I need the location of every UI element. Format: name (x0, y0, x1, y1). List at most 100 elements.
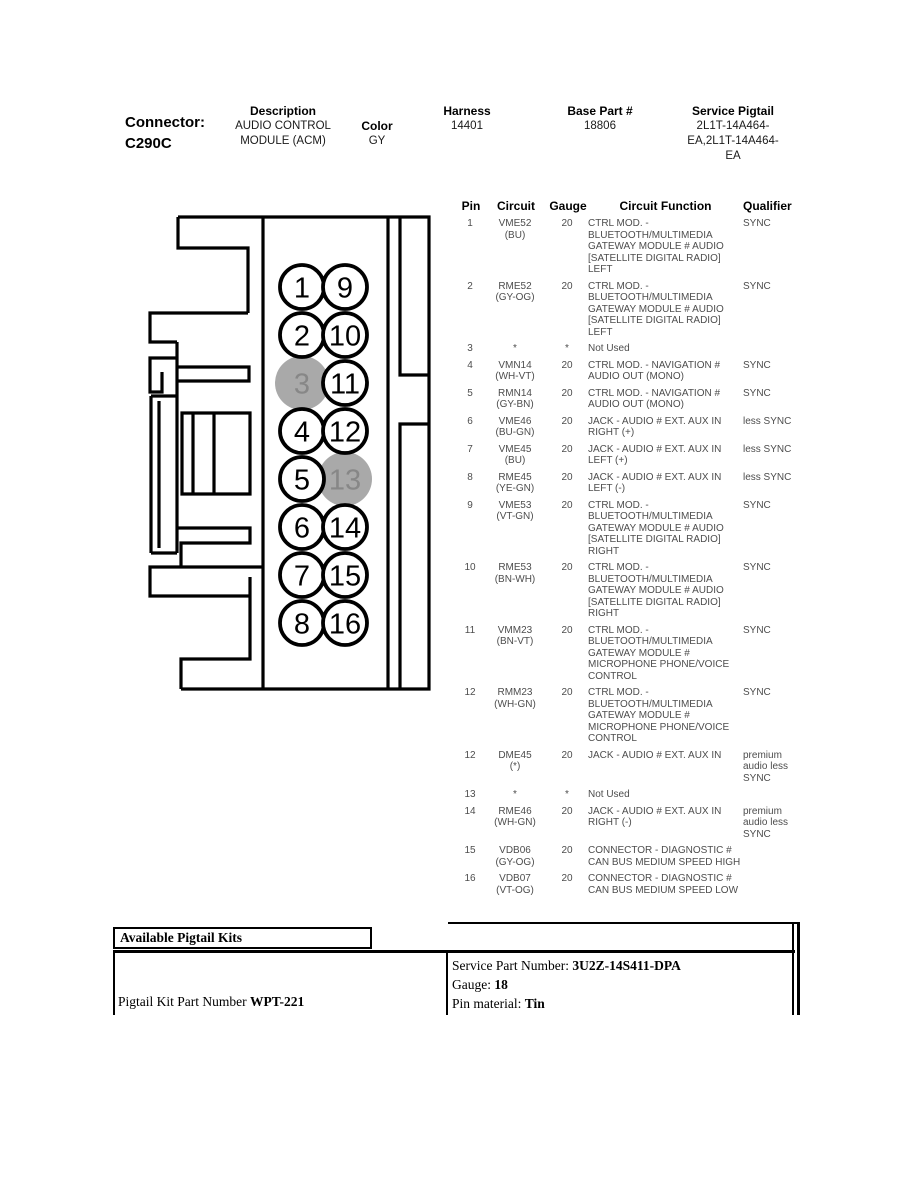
circuit-function-cell: JACK - AUDIO # EXT. AUX IN LEFT (-) (588, 471, 722, 495)
header-col-base-part: Base Part # 18806 (550, 104, 650, 134)
pin-number: 12 (329, 417, 361, 449)
qualifier-cell: less SYNC (743, 415, 792, 427)
circuit-cell: RME52(GY-OG) (495, 280, 535, 304)
header-col-description: Description AUDIO CONTROL MODULE (ACM) (203, 104, 363, 149)
pin-cell: 12 (464, 687, 476, 698)
circuit-function-cell: CTRL MOD. - BLUETOOTH/MULTIMEDIA GATEWAY… (588, 562, 724, 619)
pin-circle (321, 311, 369, 359)
pigtail-table-mid-border (113, 950, 795, 953)
connector-right-rib-upper (398, 217, 429, 377)
pin-cell: 10 (464, 562, 476, 573)
circuit-function-cell: CONNECTOR - DIAGNOSTIC # CAN BUS MEDIUM … (588, 873, 739, 896)
pin-number: 5 (294, 465, 310, 497)
pin-table-row: 3 * * Not Used (458, 343, 805, 360)
circuit-cell: VME52(BU) (498, 218, 532, 241)
pin-cell: 6 (467, 415, 473, 427)
circuit-cell: RMM23(WH-GN) (494, 687, 536, 710)
pin-cell: 13 (464, 789, 476, 800)
pin-table-row: 13**Not Used (458, 789, 805, 806)
circuit-function-cell: JACK - AUDIO # EXT. AUX IN RIGHT (-) (588, 805, 722, 829)
qualifier-cell: SYNC (743, 499, 771, 511)
circuit-function-cell: Not Used (588, 343, 630, 354)
pin-number: 16 (329, 609, 361, 641)
harness-label: Harness (443, 104, 491, 118)
pin-circle-not-used (318, 452, 372, 506)
gauge-header: Gauge (549, 199, 587, 213)
pin-number: 2 (294, 321, 310, 353)
pigtail-kit-value: WPT-221 (250, 994, 305, 1009)
base-part-label: Base Part # (567, 104, 633, 118)
circuit-function-cell: CTRL MOD. - BLUETOOTH/MULTIMEDIA GATEWAY… (588, 499, 724, 557)
gauge-cell: 20 (561, 218, 573, 229)
circuit-header: Circuit (496, 199, 535, 213)
pin-number: 1 (294, 273, 310, 305)
circuit-function-cell: JACK - AUDIO # EXT. AUX IN LEFT (+) (588, 443, 722, 467)
qualifier-cell (743, 343, 805, 360)
pigtail-table-top-border (448, 922, 800, 924)
circuit-function-cell: CTRL MOD. - BLUETOOTH/MULTIMEDIA GATEWAY… (588, 687, 730, 744)
qualifier-cell: less SYNC (743, 443, 792, 455)
circuit-cell: VME53(VT-GN) (496, 499, 534, 523)
pin-header: Pin (461, 199, 481, 213)
pin-number: 14 (329, 513, 361, 545)
pin-circle (321, 503, 369, 551)
pin-cell: 8 (467, 471, 473, 483)
pin-table-row: 12 RMM23(WH-GN) 20 CTRL MOD. - BLUETOOTH/MU… (458, 687, 805, 750)
circuit-function-cell: JACK - AUDIO # EXT. AUX IN RIGHT (+) (588, 415, 722, 439)
pin-cell: 3 (467, 343, 473, 354)
pin-circle (321, 551, 369, 599)
circuit-cell: VMN14(WH-VT) (495, 359, 535, 383)
circuit-function-cell: Not Used (588, 789, 630, 800)
pin-cell: 12 (464, 749, 476, 761)
header-col-service-pigtail: Service Pigtail 2L1T-14A464- EA,2L1T-14A… (663, 104, 803, 164)
pin-cell: 4 (467, 359, 473, 371)
gauge-cell: 20 (561, 280, 573, 292)
pin-cell: 7 (467, 443, 473, 455)
qualifier-cell: premium audio less SYNC (743, 749, 789, 784)
service-pigtail-label: Service Pigtail (691, 104, 775, 118)
gauge-cell: * (565, 343, 569, 354)
pin-number: 9 (337, 273, 353, 305)
gauge-cell: 20 (561, 805, 573, 817)
connector-left-hook (148, 356, 177, 394)
service-part-number-label: Service Part Number: (452, 958, 573, 973)
description-label: Description (249, 104, 316, 118)
gauge-cell: 20 (561, 499, 573, 511)
pin-number: 15 (329, 561, 361, 593)
circuit-cell: * (513, 789, 517, 800)
gauge-cell: 20 (561, 387, 573, 399)
gauge-cell: 20 (561, 443, 573, 455)
gauge-cell: 20 (561, 873, 573, 884)
qualifier-cell (743, 845, 805, 873)
gauge-cell: 20 (561, 845, 573, 856)
gauge-cell: 20 (561, 687, 573, 698)
circuit-function-cell: CTRL MOD. - BLUETOOTH/MULTIMEDIA GATEWAY… (588, 280, 724, 338)
pin-number: 3 (294, 369, 310, 401)
connector-top-left-step (176, 217, 250, 313)
circuit-cell: RMN14(GY-BN) (496, 387, 534, 411)
pin-cell: 1 (467, 218, 473, 229)
connector-right-rib-lower (398, 422, 429, 689)
pin-cell: 15 (464, 845, 476, 856)
qualifier-cell: SYNC (743, 624, 771, 636)
circuit-cell: * (513, 343, 517, 354)
pin-number: 7 (294, 561, 310, 593)
connector-body-outline (148, 215, 431, 691)
gauge-cell: 20 (561, 749, 573, 761)
circuit-cell: DME45(*) (498, 749, 532, 773)
pin-circle-not-used (275, 356, 329, 410)
qualifier-cell: SYNC (743, 218, 771, 229)
gauge-line: Gauge: 18 (452, 975, 508, 994)
pigtail-table-divider (446, 953, 448, 1015)
pigtail-table-right-border-inner (792, 922, 794, 1015)
pin-material-label: Pin material: (452, 996, 525, 1011)
gauge-cell: 20 (561, 624, 573, 636)
